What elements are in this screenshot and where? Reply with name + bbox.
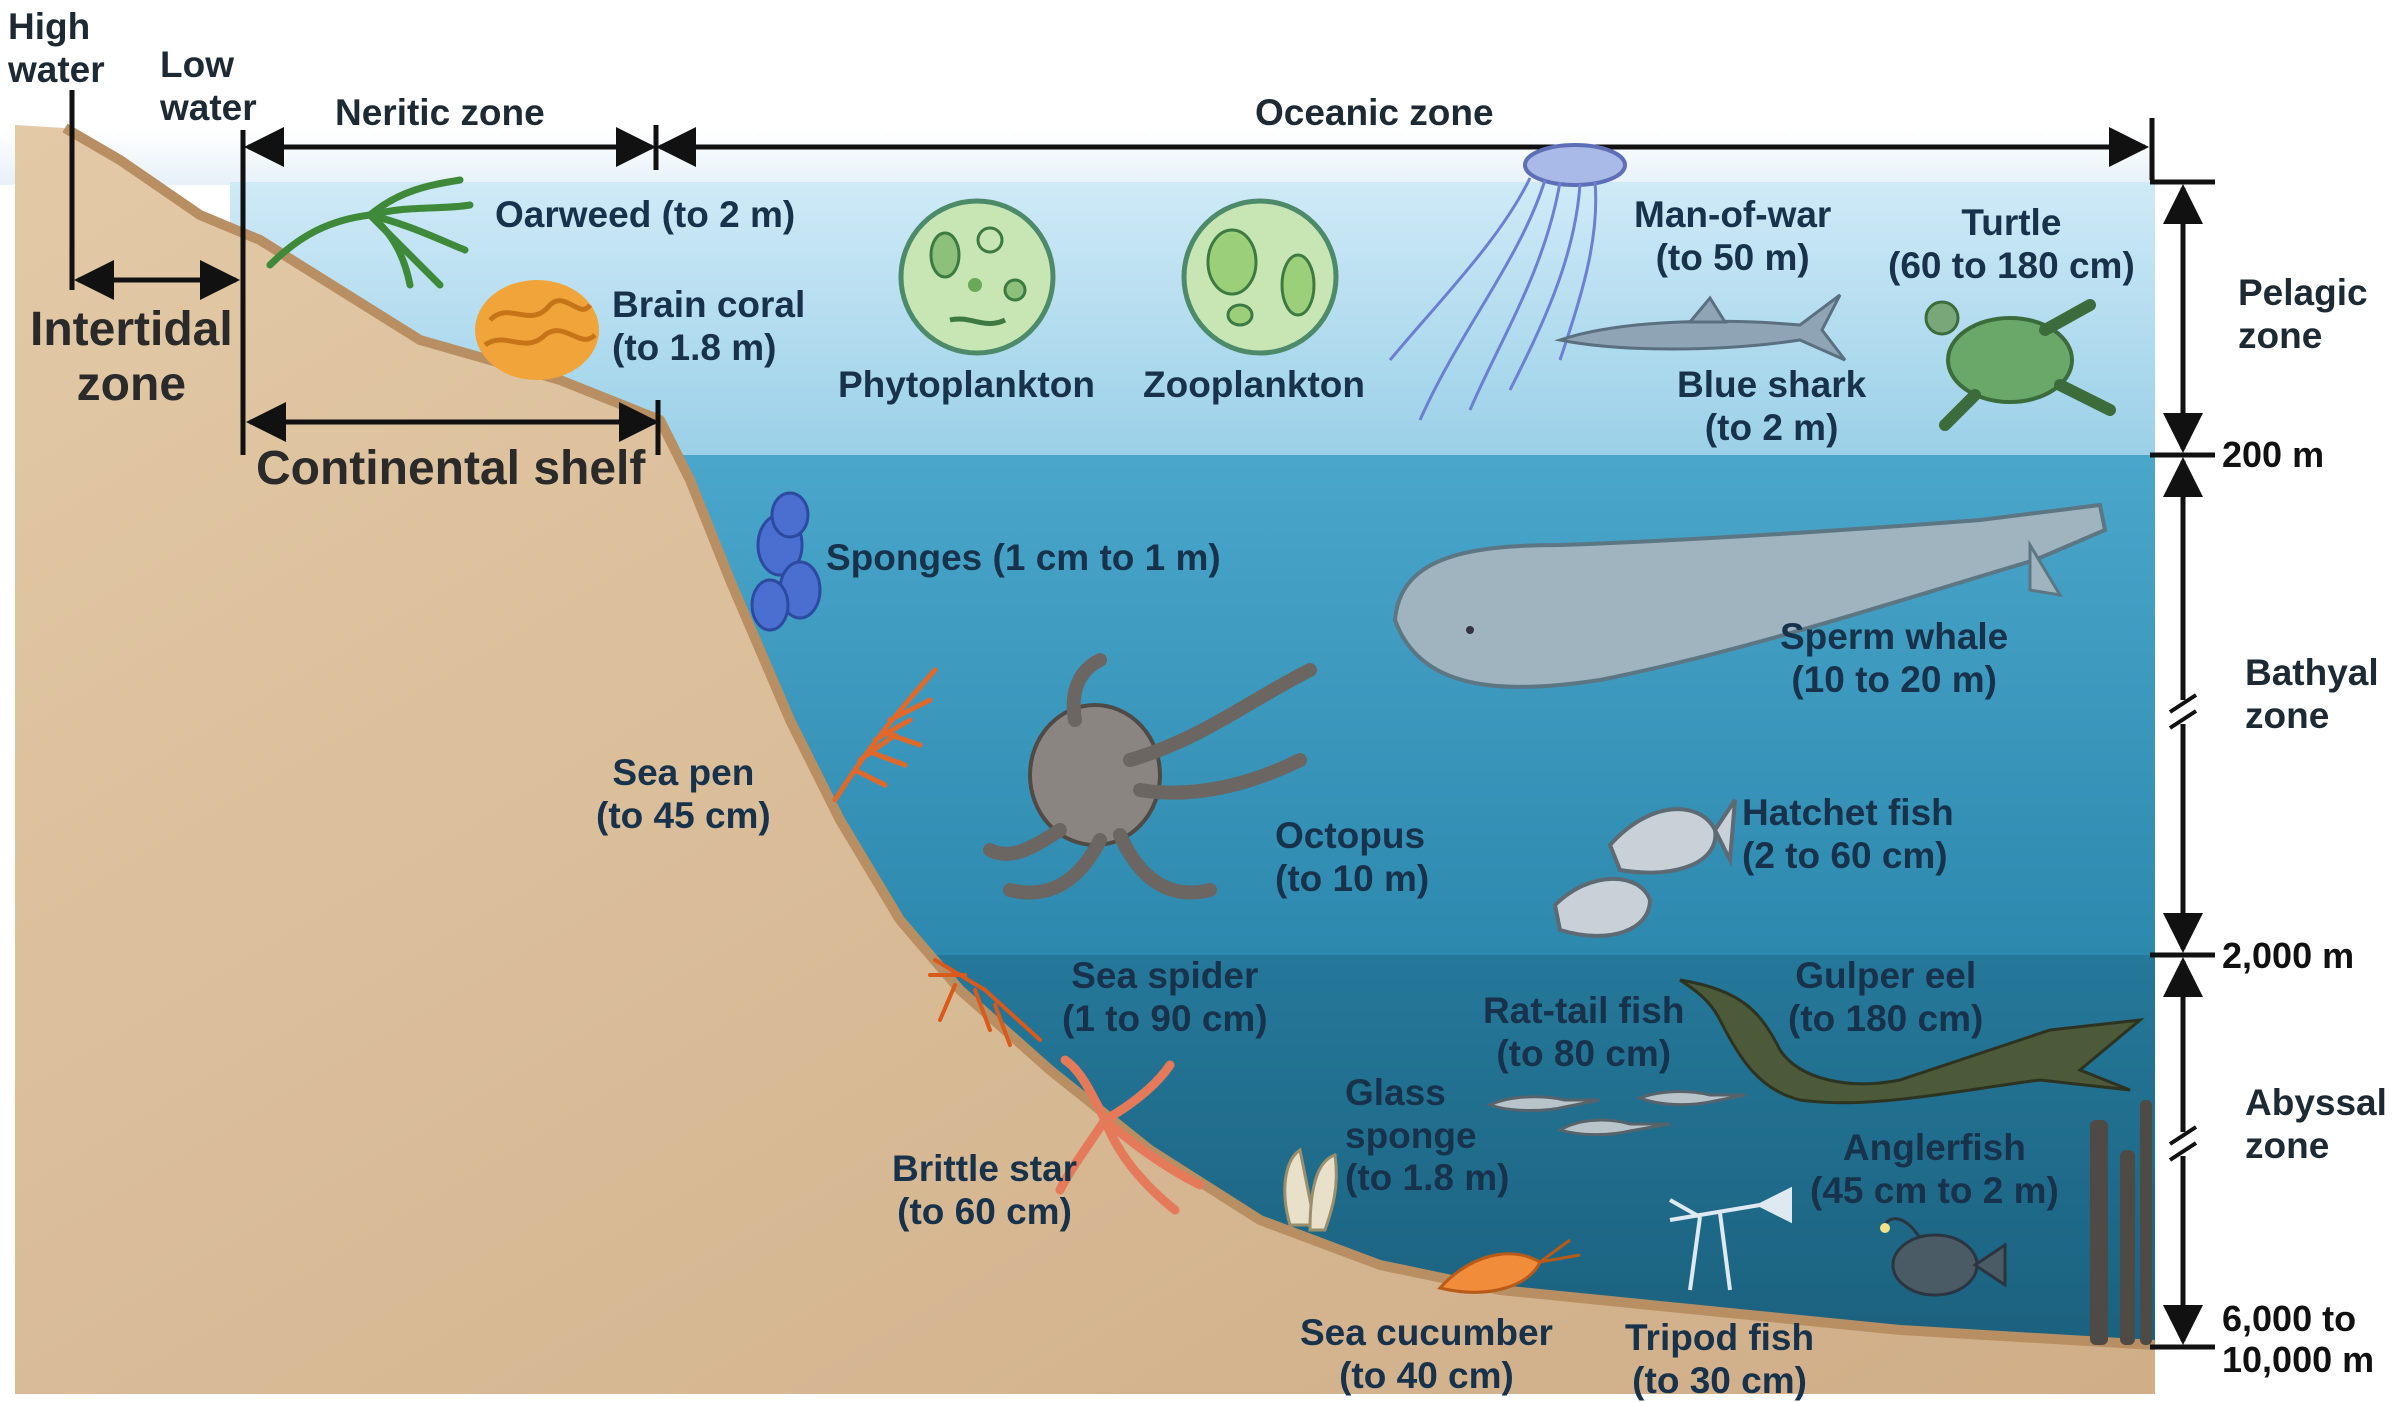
phytoplankton-illustration [901,201,1053,353]
octopus-label: Octopus (to 10 m) [1275,815,1429,900]
zooplankton-illustration [1184,201,1336,353]
depth-200-label: 200 m [2222,434,2324,475]
low-water-label: Low water [160,44,257,129]
brittle-star-label: Brittle star (to 60 cm) [892,1148,1077,1233]
neritic-zone-label: Neritic zone [335,92,545,135]
blue-shark-label: Blue shark (to 2 m) [1677,364,1866,449]
sponges-label: Sponges (1 cm to 1 m) [826,537,1221,580]
sperm-whale-label: Sperm whale (10 to 20 m) [1780,616,2008,701]
continental-shelf-label: Continental shelf [256,441,645,496]
brain-coral-illustration [475,280,599,380]
hatchet-fish-label: Hatchet fish (2 to 60 cm) [1742,792,1954,877]
intertidal-zone-label: Intertidal zone [30,302,233,412]
abyssal-zone-label: Abyssal zone [2245,1082,2387,1167]
sea-cucumber-label: Sea cucumber (to 40 cm) [1300,1312,1553,1397]
sea-spider-label: Sea spider (1 to 90 cm) [1062,955,1268,1040]
sky-strip [0,130,2155,185]
zooplankton-label: Zooplankton [1143,364,1365,407]
turtle-label: Turtle (60 to 180 cm) [1888,202,2135,287]
rat-tail-fish-label: Rat-tail fish (to 80 cm) [1483,990,1684,1075]
depth-2000-label: 2,000 m [2222,935,2354,976]
depth-6000-label: 6,000 to 10,000 m [2222,1298,2374,1381]
man-of-war-label: Man-of-war (to 50 m) [1634,194,1831,279]
gulper-eel-label: Gulper eel (to 180 cm) [1788,955,1983,1040]
phytoplankton-label: Phytoplankton [838,364,1095,407]
tripod-fish-label: Tripod fish (to 30 cm) [1625,1317,1814,1402]
bathyal-zone-label: Bathyal zone [2245,652,2379,737]
glass-sponge-label: Glass sponge (to 1.8 m) [1345,1072,1509,1200]
high-water-label: High water [8,6,105,91]
brain-coral-label: Brain coral (to 1.8 m) [612,284,805,369]
oceanic-zone-label: Oceanic zone [1255,92,1494,135]
pelagic-zone-label: Pelagic zone [2238,272,2368,357]
oarweed-label: Oarweed (to 2 m) [495,194,795,237]
anglerfish-label: Anglerfish (45 cm to 2 m) [1810,1127,2059,1212]
sea-pen-label: Sea pen (to 45 cm) [596,752,771,837]
